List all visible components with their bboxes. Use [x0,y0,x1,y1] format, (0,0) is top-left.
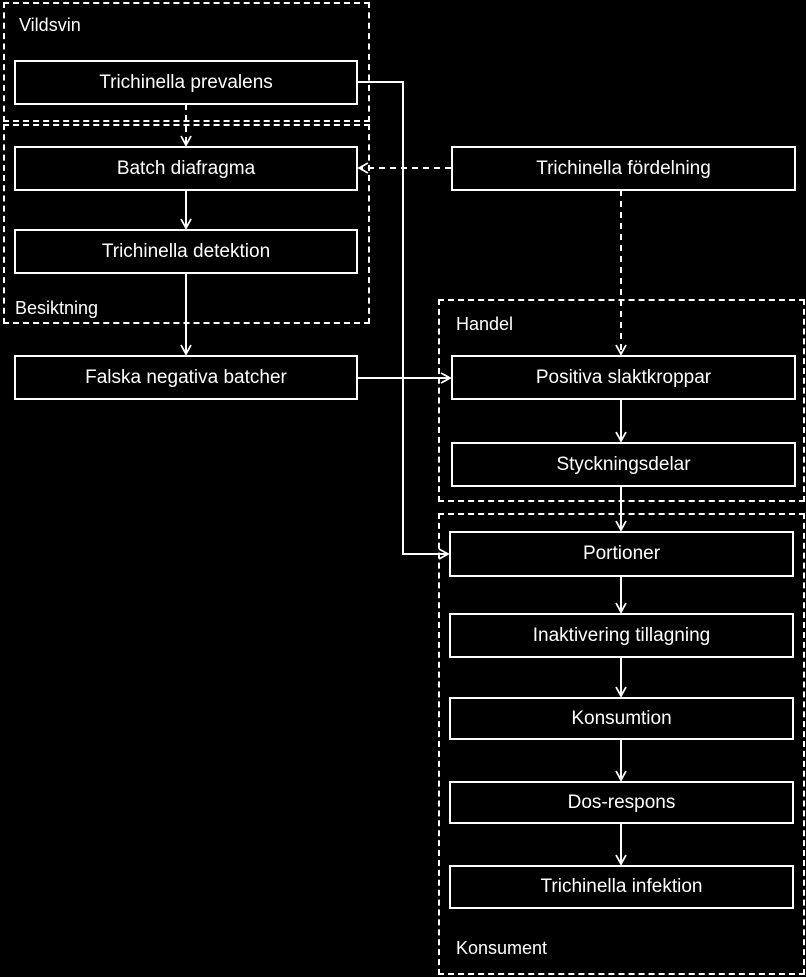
group-label-handel: Handel [456,314,514,334]
node-inaktivering-tillagning: Inaktivering tillagning [449,613,794,658]
node-trichinella-detektion: Trichinella detektion [14,229,358,274]
node-styckningsdelar: Styckningsdelar [451,442,796,487]
node-falska-negativa-batcher: Falska negativa batcher [14,355,358,400]
node-trichinella-infektion: Trichinella infektion [449,865,794,909]
node-portioner: Portioner [449,531,794,577]
node-konsumtion: Konsumtion [449,697,794,740]
group-label-besiktning: Besiktning [15,298,99,318]
group-label-vildsvin: Vildsvin [19,15,81,35]
node-trichinella-fordelning: Trichinella fördelning [451,146,796,191]
node-dos-respons: Dos-respons [449,781,794,824]
node-trichinella-prevalens: Trichinella prevalens [14,60,358,105]
node-batch-diafragma: Batch diafragma [14,146,358,191]
node-positiva-slaktkroppar: Positiva slaktkroppar [451,355,796,400]
edge-prevalens-portioner [357,81,450,560]
group-label-konsument: Konsument [456,938,548,958]
